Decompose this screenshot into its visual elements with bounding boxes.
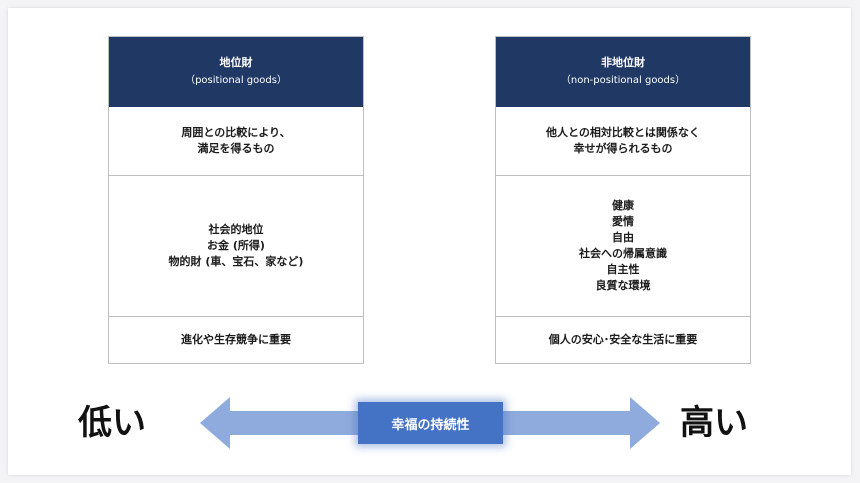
positional-goods-subtitle: （positional goods）	[185, 75, 287, 86]
non-positional-goods-examples: 健康 愛情 自由 社会への帰属意識 自主性 良質な環境	[496, 175, 750, 316]
low-label: 低い	[78, 403, 146, 443]
non-positional-goods-subtitle: （non-positional goods）	[560, 75, 686, 86]
positional-goods-box: 地位財 （positional goods） 周囲との比較により、 満足を得るも…	[108, 36, 364, 364]
example-item: 健康	[612, 199, 634, 212]
axis-title: 幸福の持続性	[358, 402, 503, 444]
example-item: 自由	[612, 231, 634, 244]
example-item: 自主性	[606, 263, 640, 276]
example-item: お金 (所得)	[207, 239, 265, 252]
high-label: 高い	[680, 403, 748, 443]
definition-line: 他人との相対比較とは関係なく	[546, 126, 700, 139]
example-item: 社会的地位	[208, 223, 264, 236]
non-positional-goods-box: 非地位財 （non-positional goods） 他人との相対比較とは関係…	[495, 36, 751, 364]
non-positional-goods-definition: 他人との相対比較とは関係なく 幸せが得られるもの	[496, 107, 750, 175]
note-text: 個人の安心･安全な生活に重要	[548, 333, 698, 346]
non-positional-goods-title: 非地位財	[601, 56, 645, 69]
positional-goods-examples: 社会的地位 お金 (所得) 物的財 (車、宝石、家など)	[109, 175, 363, 316]
happiness-sustainability-axis: 低い 幸福の持続性 高い	[8, 393, 851, 453]
positional-goods-header: 地位財 （positional goods）	[109, 37, 363, 107]
example-item: 愛情	[612, 215, 634, 228]
definition-line: 満足を得るもの	[197, 142, 275, 155]
slide: 地位財 （positional goods） 周囲との比較により、 満足を得るも…	[8, 8, 851, 475]
example-item: 良質な環境	[595, 279, 651, 292]
non-positional-goods-note: 個人の安心･安全な生活に重要	[496, 316, 750, 363]
definition-line: 幸せが得られるもの	[573, 142, 673, 155]
definition-line: 周囲との比較により、	[181, 126, 291, 139]
non-positional-goods-header: 非地位財 （non-positional goods）	[496, 37, 750, 107]
example-item: 物的財 (車、宝石、家など)	[168, 255, 304, 268]
example-item: 社会への帰属意識	[579, 247, 667, 260]
positional-goods-title: 地位財	[219, 56, 253, 69]
note-text: 進化や生存競争に重要	[181, 333, 291, 346]
positional-goods-note: 進化や生存競争に重要	[109, 316, 363, 363]
positional-goods-definition: 周囲との比較により、 満足を得るもの	[109, 107, 363, 175]
